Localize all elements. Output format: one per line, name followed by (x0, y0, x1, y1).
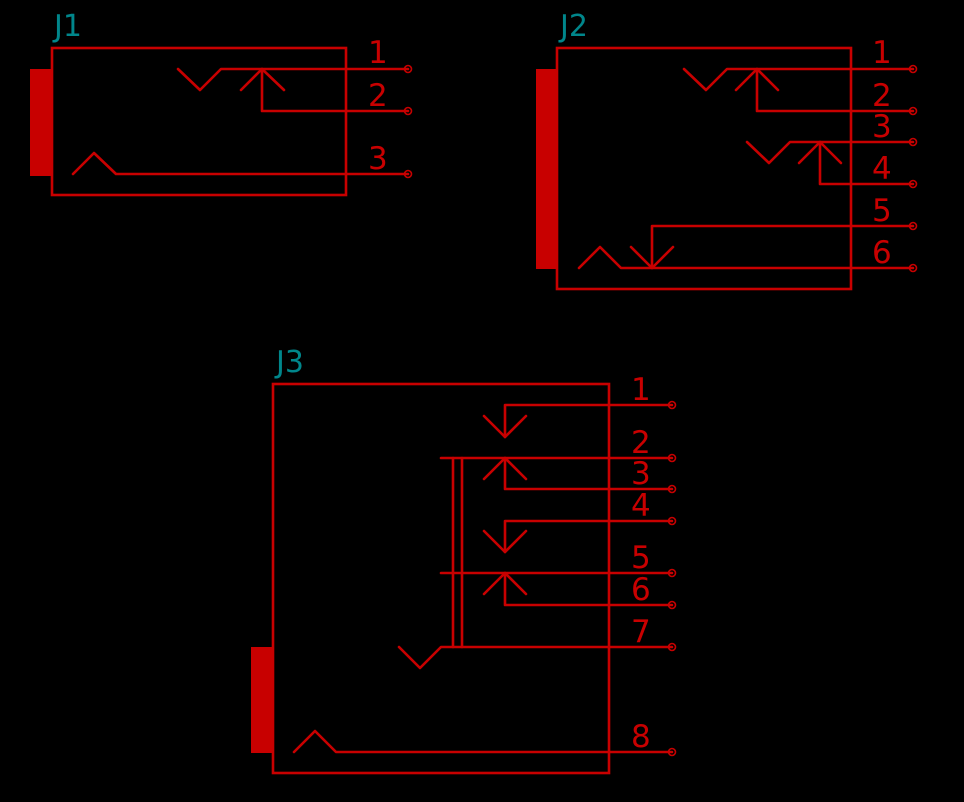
j3-pin-7-end[interactable] (667, 642, 677, 652)
j3-pin-6-wire (503, 571, 674, 607)
jack-j2[interactable]: J2 1 2 3 4 5 6 (536, 9, 918, 291)
j3-pin-3-wire (503, 456, 674, 491)
j2-pin-5-label: 5 (872, 193, 892, 229)
j2-pin-5-end[interactable] (908, 221, 918, 231)
j3-pin-1-label: 1 (631, 372, 651, 408)
j1-sleeve (30, 69, 52, 176)
j2-pin-2-label: 2 (872, 78, 892, 114)
j3-pin-4-wire (503, 519, 674, 554)
j3-body (271, 382, 611, 775)
j1-pin-3-label: 3 (368, 141, 388, 177)
j3-pin-6-arrow (482, 571, 528, 596)
j2-pin-6-end[interactable] (908, 263, 918, 273)
j3-pin-1-end[interactable] (667, 400, 677, 410)
j2-pin-4-label: 4 (872, 151, 892, 187)
j1-pin-1-end[interactable] (403, 64, 413, 74)
j3-pin-4-arrow (482, 529, 528, 554)
j2-ring-switch (745, 140, 915, 165)
j1-tip-wire (260, 67, 410, 113)
j3-pin-3-arrow (482, 456, 528, 481)
j2-pin-4-end[interactable] (908, 179, 918, 189)
j3-sleeve (251, 647, 273, 753)
j3-pin-7-label: 7 (631, 614, 651, 650)
j3-pin-4-end[interactable] (667, 516, 677, 526)
j3-pin-1-wire (503, 403, 674, 439)
j2-ring-wire (818, 140, 915, 186)
j2-body (555, 46, 853, 291)
j3-pin-3-end[interactable] (667, 484, 677, 494)
j3-pin-7-contact (397, 645, 674, 670)
j2-pin-1-end[interactable] (908, 64, 918, 74)
j1-sleeve-contact (71, 151, 410, 176)
j1-pin-2-end[interactable] (403, 106, 413, 116)
j2-pin-2-end[interactable] (908, 106, 918, 116)
j3-pin-4-label: 4 (631, 488, 651, 524)
j2-tip-wire (755, 67, 915, 113)
j2-sleeve-contact (577, 245, 915, 270)
j3-pin-2-label: 2 (631, 425, 651, 461)
j2-pin-1-label: 1 (872, 35, 892, 71)
j2-pin-3-end[interactable] (908, 137, 918, 147)
j1-pin-2-label: 2 (368, 78, 388, 114)
j3-pin-5-end[interactable] (667, 568, 677, 578)
j3-pin-8-contact (292, 729, 674, 754)
j1-reference: J1 (52, 9, 82, 44)
j3-pin-8-end[interactable] (667, 747, 677, 757)
j3-pin-1-arrow (482, 414, 528, 439)
j2-pin-6-label: 6 (872, 235, 892, 271)
j2-switch-arrow (629, 245, 675, 270)
j3-pin-5-label: 5 (631, 540, 651, 576)
j3-reference: J3 (274, 345, 304, 380)
j1-switch-contact (176, 67, 410, 92)
jack-j3[interactable]: J3 1 2 3 4 5 (251, 345, 677, 775)
j2-tip-switch (682, 67, 915, 92)
j3-pin-3-label: 3 (631, 456, 651, 492)
j1-pin-3-end[interactable] (403, 169, 413, 179)
j1-pin-1-label: 1 (368, 35, 388, 71)
j3-pin-2-end[interactable] (667, 453, 677, 463)
j2-sleeve (536, 69, 558, 269)
j3-pin-8-label: 8 (631, 719, 651, 755)
j3-pin-6-end[interactable] (667, 600, 677, 610)
j2-pin-3-label: 3 (872, 109, 892, 145)
j2-switch-wire (650, 224, 915, 270)
j3-pin-6-label: 6 (631, 572, 651, 608)
jack-j1[interactable]: J1 1 2 3 (30, 9, 413, 197)
j2-reference: J2 (558, 9, 588, 44)
